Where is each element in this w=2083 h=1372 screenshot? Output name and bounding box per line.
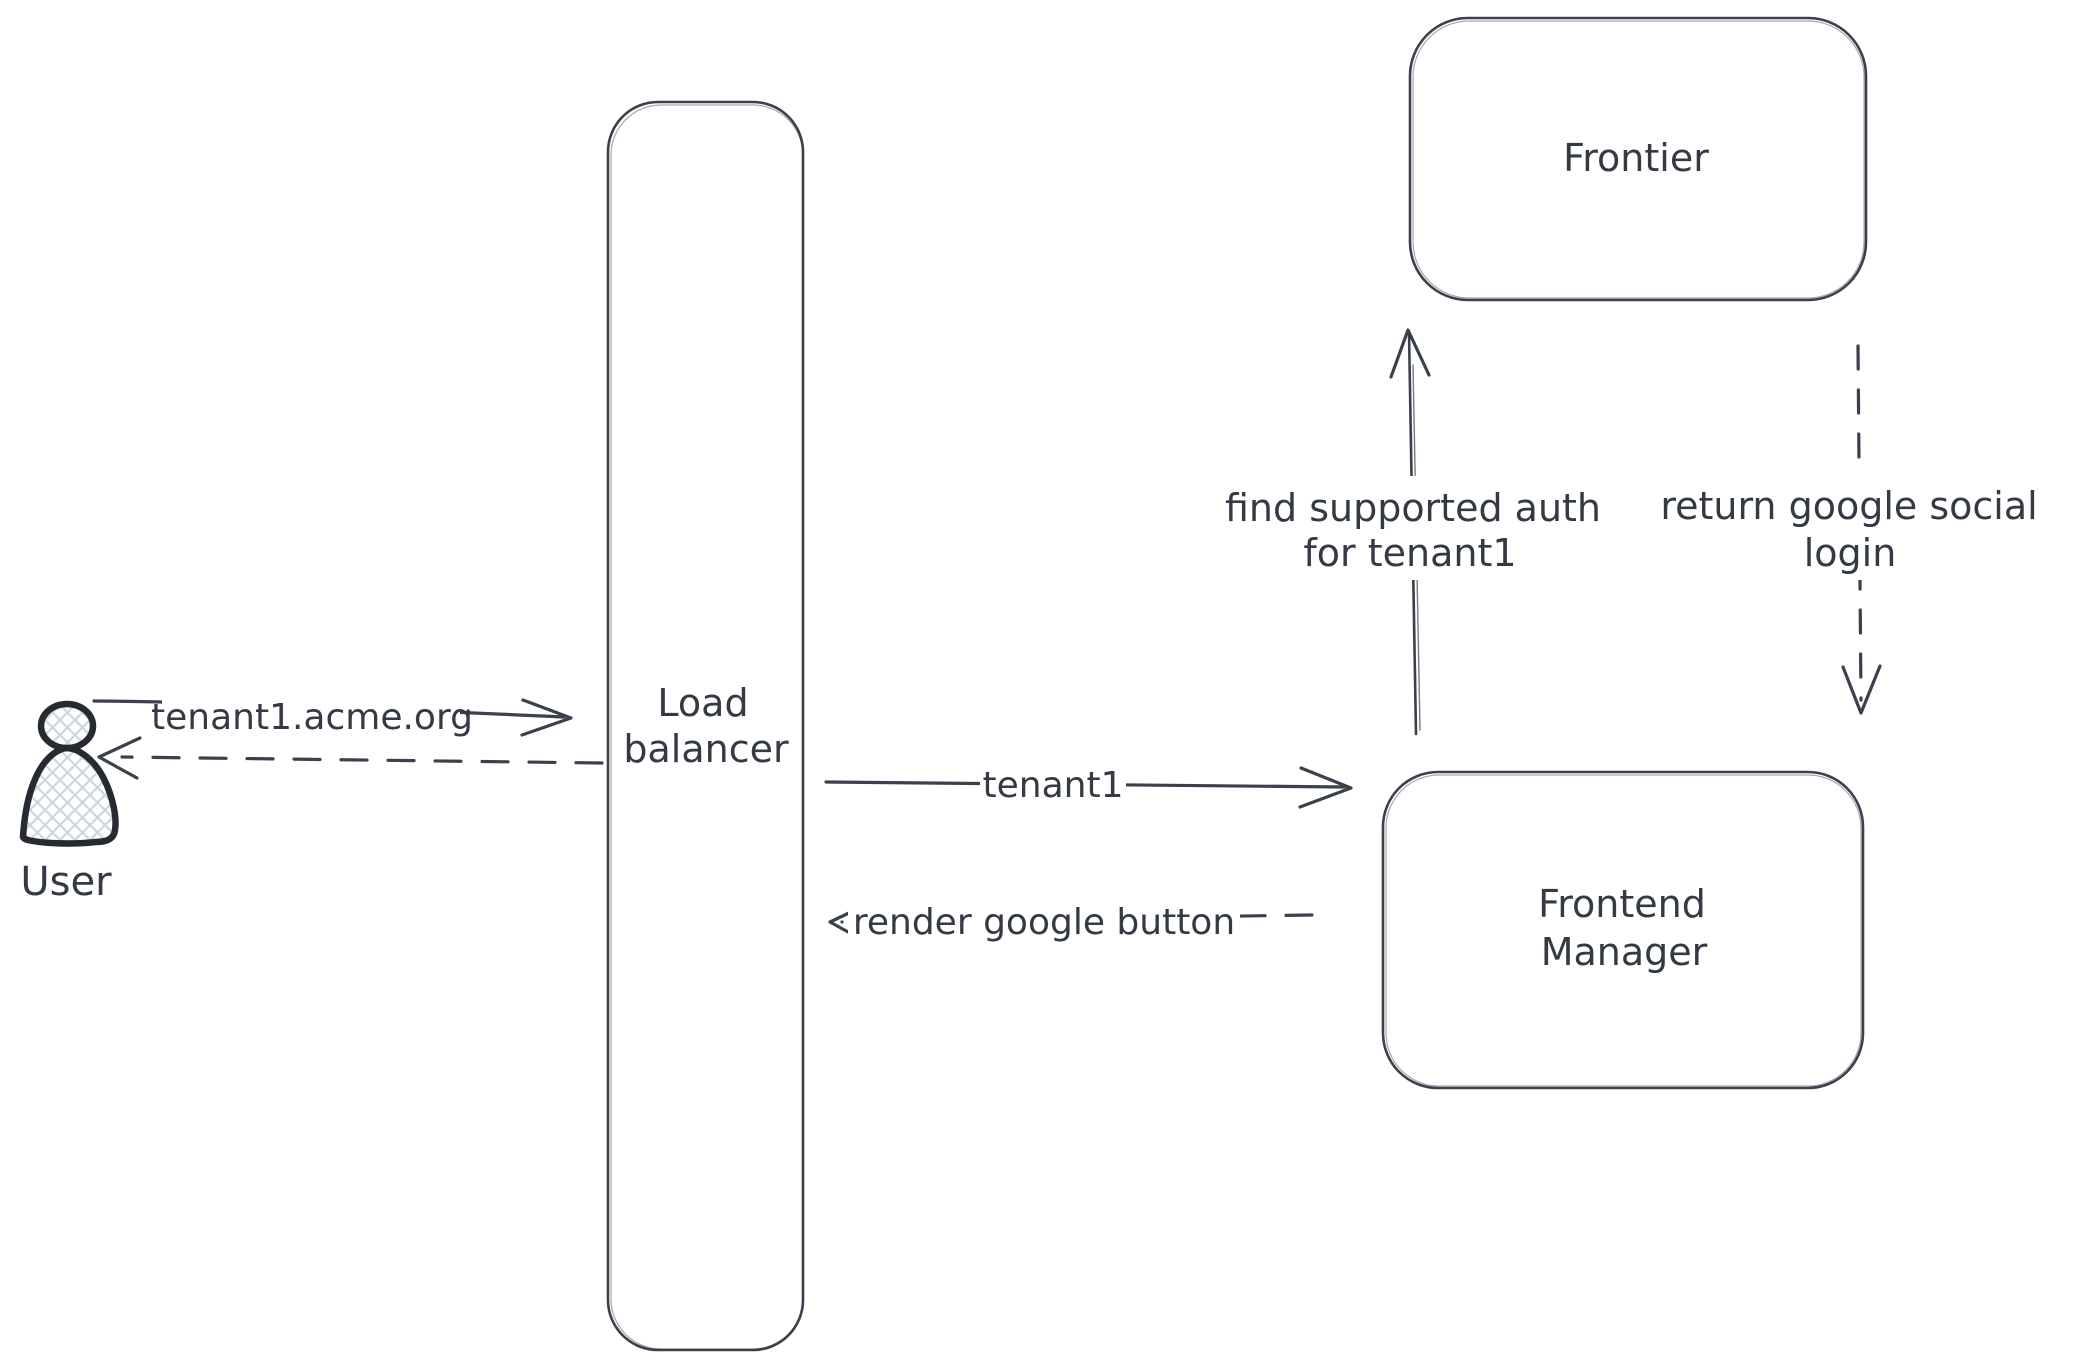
edge-label-mask <box>848 888 1240 954</box>
frontier-shape-echo <box>1412 20 1865 299</box>
edge-frontier-to-fm-label-line1: return google social <box>1660 484 2037 528</box>
load-balancer-label-line2: balancer <box>623 727 789 771</box>
arrowhead-right-icon <box>520 698 573 737</box>
arrowhead-up-icon <box>1389 328 1431 379</box>
edge-frontier-to-fm-label-line2: login <box>1804 531 1897 575</box>
frontend-manager-label-line2: Manager <box>1541 930 1708 974</box>
edge-frontend-manager-to-frontier: find supported auth for tenant1 <box>1208 328 1620 736</box>
user-body-icon <box>19 745 119 847</box>
arrowhead-right-icon <box>1298 766 1353 809</box>
arrowhead-down-icon <box>1841 664 1882 715</box>
user-head-icon <box>37 700 97 752</box>
node-load-balancer: Load balancer <box>606 100 805 1352</box>
frontier-label: Frontier <box>1563 136 1709 180</box>
user-label: User <box>20 859 112 905</box>
node-frontier: Frontier <box>1408 16 1868 302</box>
edge-label-mask <box>162 684 460 748</box>
frontier-shape <box>1408 16 1868 302</box>
edge-lb-to-user-line <box>120 755 604 765</box>
frontend-manager-shape <box>1381 770 1865 1090</box>
edge-fm-to-frontier-label-line2: for tenant1 <box>1303 531 1516 575</box>
edge-user-to-load-balancer: tenant1.acme.org <box>92 684 573 748</box>
edge-load-balancer-to-user <box>97 736 604 780</box>
edge-label-mask <box>1636 476 2060 580</box>
edge-frontend-manager-to-load-balancer: render google button <box>828 888 1314 954</box>
edge-label-mask <box>980 756 1126 810</box>
edge-user-to-lb-label: tenant1.acme.org <box>151 697 473 738</box>
node-frontend-manager: Frontend Manager <box>1381 770 1865 1090</box>
edge-fm-to-frontier-label-line1: find supported auth <box>1225 486 1601 530</box>
load-balancer-label-line1: Load <box>657 681 748 725</box>
edge-load-balancer-to-frontend-manager: tenant1 <box>824 756 1353 810</box>
edge-frontier-to-frontend-manager: return google social login <box>1636 344 2060 715</box>
edge-label-mask <box>1208 476 1620 580</box>
edge-fm-to-lb-label: render google button <box>853 902 1235 943</box>
load-balancer-shape <box>606 100 805 1352</box>
load-balancer-shape-echo <box>610 104 804 1350</box>
frontend-manager-label-line1: Frontend <box>1538 882 1706 926</box>
edge-lb-to-fm-label: tenant1 <box>983 765 1124 806</box>
node-user: User <box>19 700 119 905</box>
frontend-manager-shape-echo <box>1385 774 1862 1087</box>
arrowhead-left-icon <box>97 736 142 780</box>
